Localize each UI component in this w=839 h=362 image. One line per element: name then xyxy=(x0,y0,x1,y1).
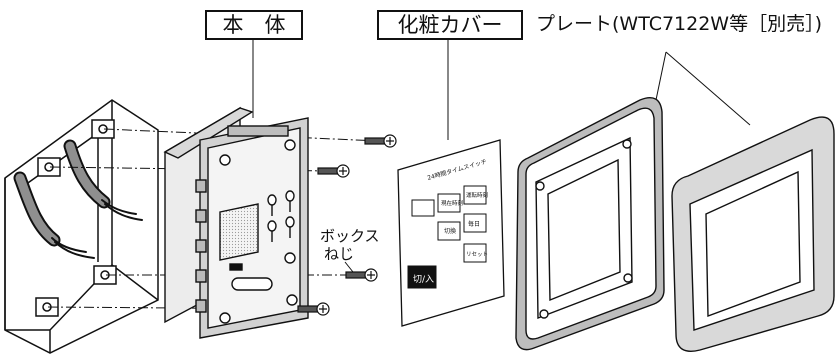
screw-2 xyxy=(317,164,350,178)
svg-text:毎日: 毎日 xyxy=(468,220,480,228)
plate-frame xyxy=(515,97,665,351)
screw-4 xyxy=(297,302,330,316)
svg-text:運転時刻: 運転時刻 xyxy=(466,191,489,199)
main-body-unit xyxy=(163,106,309,339)
svg-text:リセット: リセット xyxy=(466,251,488,258)
leader-lines xyxy=(252,36,751,273)
svg-text:切換: 切換 xyxy=(444,227,456,235)
svg-text:現在時刻: 現在時刻 xyxy=(441,199,464,207)
screw-1 xyxy=(364,134,397,148)
svg-text:切/入: 切/入 xyxy=(413,274,434,285)
box-screw-label-line2: ねじ xyxy=(324,245,355,263)
body-label: 本 体 xyxy=(205,10,303,40)
cables xyxy=(13,139,143,259)
cover-label: 化粧カバー xyxy=(377,10,523,40)
plate-label: プレート(WTC7122W等［別売］) xyxy=(536,13,823,35)
box-screw-label-line1: ボックス xyxy=(320,227,380,245)
plate-cover xyxy=(671,116,835,352)
decorative-cover xyxy=(397,139,505,327)
screws xyxy=(297,134,397,316)
screw-3 xyxy=(345,268,378,282)
wall-box xyxy=(4,99,159,354)
